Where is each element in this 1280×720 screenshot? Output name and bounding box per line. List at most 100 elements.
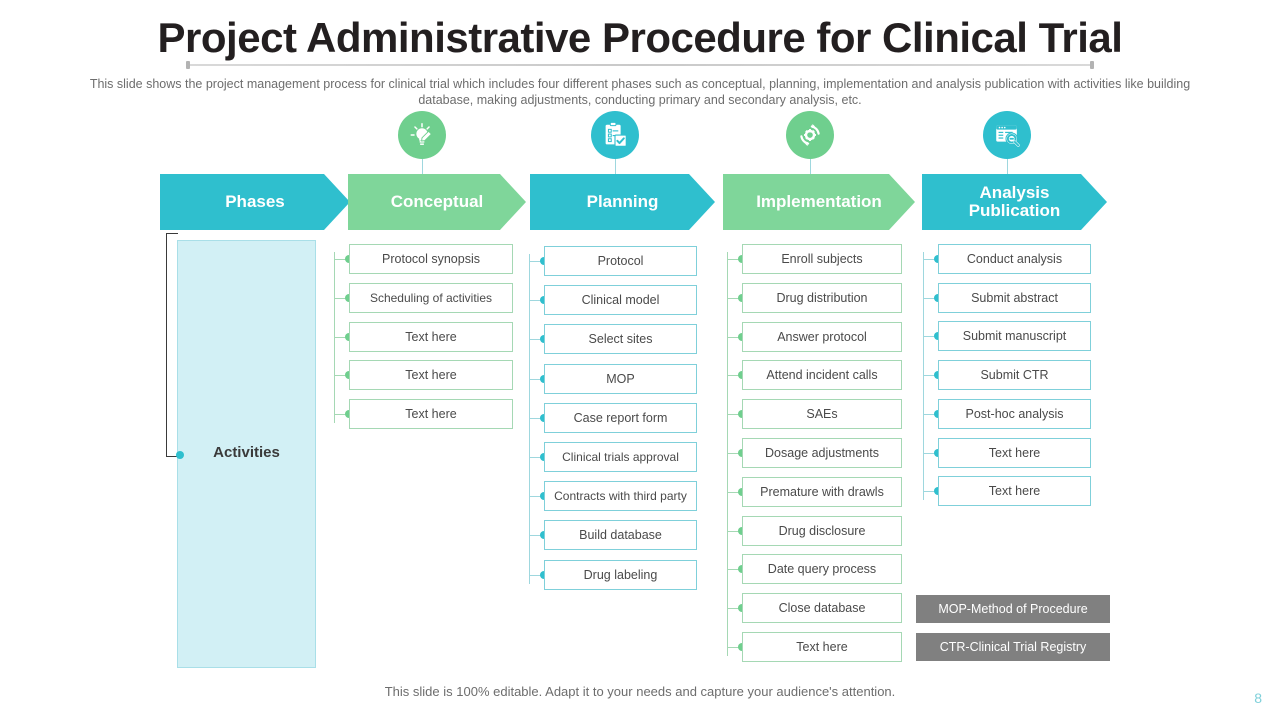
- activity-item[interactable]: Submit CTR: [938, 360, 1091, 391]
- phase-header-implementation[interactable]: Implementation: [723, 174, 915, 230]
- connector-tick: [923, 452, 938, 454]
- activity-item[interactable]: Text here: [349, 321, 513, 352]
- connector-tick: [727, 569, 742, 571]
- connector-tick: [727, 375, 742, 377]
- phase-header-analysis-label-line1: Analysis: [979, 183, 1050, 202]
- column-spine: [334, 252, 335, 424]
- icon-stem-implementation: [810, 158, 811, 178]
- slide-subtitle: This slide shows the project management …: [89, 77, 1191, 107]
- connector-tick: [334, 297, 349, 299]
- column-spine: [727, 252, 728, 656]
- activity-item[interactable]: Case report form: [544, 402, 697, 433]
- activity-item[interactable]: Clinical model: [544, 285, 697, 316]
- connector-tick: [727, 259, 742, 260]
- lightbulb-pencil-icon: [398, 111, 446, 159]
- activity-item[interactable]: Drug distribution: [742, 282, 902, 313]
- activity-item[interactable]: Text here: [938, 437, 1091, 468]
- activity-item[interactable]: Text here: [349, 399, 513, 430]
- activity-item[interactable]: Dosage adjustments: [742, 438, 902, 468]
- activity-item[interactable]: Clinical trials approval: [544, 442, 697, 472]
- activity-item[interactable]: Build database: [544, 520, 697, 551]
- connector-tick: [529, 457, 544, 458]
- activity-item[interactable]: Attend incident calls: [742, 360, 902, 391]
- phase-header-phases[interactable]: Phases: [160, 174, 350, 230]
- connector-tick: [529, 339, 544, 341]
- activity-item[interactable]: Protocol synopsis: [349, 244, 513, 274]
- column-spine: [529, 254, 530, 584]
- activity-item[interactable]: Protocol: [544, 246, 697, 276]
- activity-item[interactable]: Text here: [938, 476, 1091, 507]
- phase-header-conceptual[interactable]: Conceptual: [348, 174, 526, 230]
- activity-item[interactable]: Submit abstract: [938, 282, 1091, 313]
- activity-item[interactable]: Text here: [349, 360, 513, 391]
- activities-panel: [177, 240, 316, 668]
- connector-tick: [727, 608, 742, 610]
- connector-tick: [727, 647, 742, 648]
- activity-item[interactable]: Submit manuscript: [938, 321, 1091, 352]
- activities-connector-dot: [176, 451, 184, 459]
- connector-tick: [727, 491, 742, 493]
- activity-item[interactable]: Answer protocol: [742, 321, 902, 352]
- connector-tick: [334, 375, 349, 377]
- activity-item[interactable]: Premature with drawls: [742, 476, 902, 507]
- column-spine: [923, 252, 924, 501]
- connector-tick: [529, 535, 544, 537]
- activities-bracket: [166, 233, 178, 457]
- connector-tick: [727, 414, 742, 416]
- activity-item[interactable]: Conduct analysis: [938, 244, 1091, 274]
- legend-ctr-label: CTR-Clinical Trial Registry: [939, 640, 1087, 654]
- connector-tick: [529, 300, 544, 302]
- legend-mop-label: MOP-Method of Procedure: [938, 602, 1088, 616]
- activity-item[interactable]: Drug labeling: [544, 559, 697, 590]
- icon-stem-conceptual: [422, 158, 423, 178]
- activity-item[interactable]: Scheduling of activities: [349, 282, 513, 313]
- connector-tick: [923, 336, 938, 338]
- connector-tick: [923, 375, 938, 377]
- connector-tick: [727, 336, 742, 338]
- activity-item[interactable]: Select sites: [544, 324, 697, 355]
- connector-tick: [529, 378, 544, 380]
- phase-header-conceptual-label: Conceptual: [390, 192, 484, 211]
- connector-tick: [529, 496, 544, 498]
- connector-tick: [334, 259, 349, 260]
- activities-label: Activities: [213, 444, 280, 461]
- legend-mop: MOP-Method of Procedure: [916, 595, 1110, 623]
- phase-header-implementation-label: Implementation: [756, 192, 882, 211]
- activity-item[interactable]: Enroll subjects: [742, 244, 902, 274]
- icon-stem-planning: [615, 158, 616, 178]
- phase-header-analysis-publication[interactable]: Analysis Publication: [922, 174, 1107, 230]
- browser-search-icon: [983, 111, 1031, 159]
- activity-item[interactable]: Date query process: [742, 554, 902, 585]
- activity-item[interactable]: Contracts with third party: [544, 481, 697, 512]
- activity-item[interactable]: Text here: [742, 632, 902, 662]
- activity-item[interactable]: SAEs: [742, 399, 902, 430]
- connector-tick: [923, 491, 938, 493]
- phase-header-analysis-label-line2: Publication: [968, 201, 1061, 220]
- phase-header-phases-label: Phases: [225, 192, 285, 211]
- connector-tick: [727, 530, 742, 532]
- page-title: Project Administrative Procedure for Cli…: [157, 14, 1123, 61]
- title-divider: [186, 61, 1094, 69]
- page-number: 8: [1254, 690, 1262, 706]
- gear-refresh-icon: [786, 111, 834, 159]
- activity-item[interactable]: Close database: [742, 593, 902, 624]
- activity-item[interactable]: Post-hoc analysis: [938, 398, 1091, 429]
- connector-tick: [727, 453, 742, 454]
- connector-tick: [334, 414, 349, 416]
- connector-tick: [334, 336, 349, 338]
- footer-note: This slide is 100% editable. Adapt it to…: [384, 684, 896, 699]
- activity-item[interactable]: Drug disclosure: [742, 515, 902, 546]
- connector-tick: [529, 574, 544, 576]
- activity-item[interactable]: MOP: [544, 363, 697, 394]
- connector-tick: [923, 413, 938, 415]
- connector-tick: [529, 261, 544, 262]
- connector-tick: [727, 297, 742, 299]
- legend-ctr: CTR-Clinical Trial Registry: [916, 633, 1110, 661]
- phase-header-planning[interactable]: Planning: [530, 174, 715, 230]
- connector-tick: [529, 417, 544, 419]
- connector-tick: [923, 259, 938, 260]
